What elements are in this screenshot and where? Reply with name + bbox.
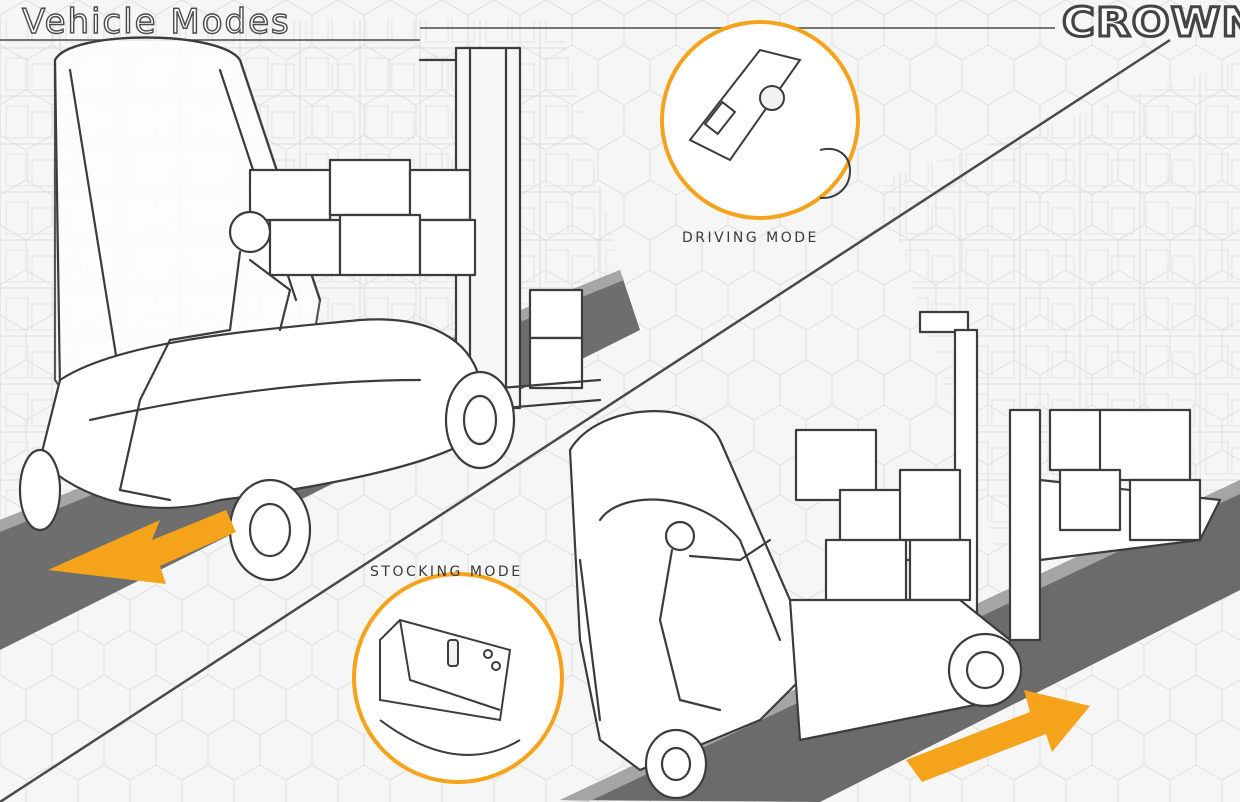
- stocking-mode-callout: [352, 572, 564, 784]
- driving-mode-label: DRIVING MODE: [682, 230, 819, 246]
- forklift-driving-sketch: [18, 36, 602, 582]
- driving-mode-callout: [660, 20, 860, 220]
- page-title: Vehicle Modes: [21, 1, 291, 42]
- diagonal-divider: [0, 38, 1171, 802]
- brand-logo: CROWN: [1060, 0, 1240, 48]
- arrow-left-icon: [48, 510, 236, 584]
- arrow-right-icon: [906, 690, 1090, 782]
- stocking-mode-label: STOCKING MODE: [370, 564, 523, 580]
- forklift-stocking-sketch: [568, 310, 1222, 800]
